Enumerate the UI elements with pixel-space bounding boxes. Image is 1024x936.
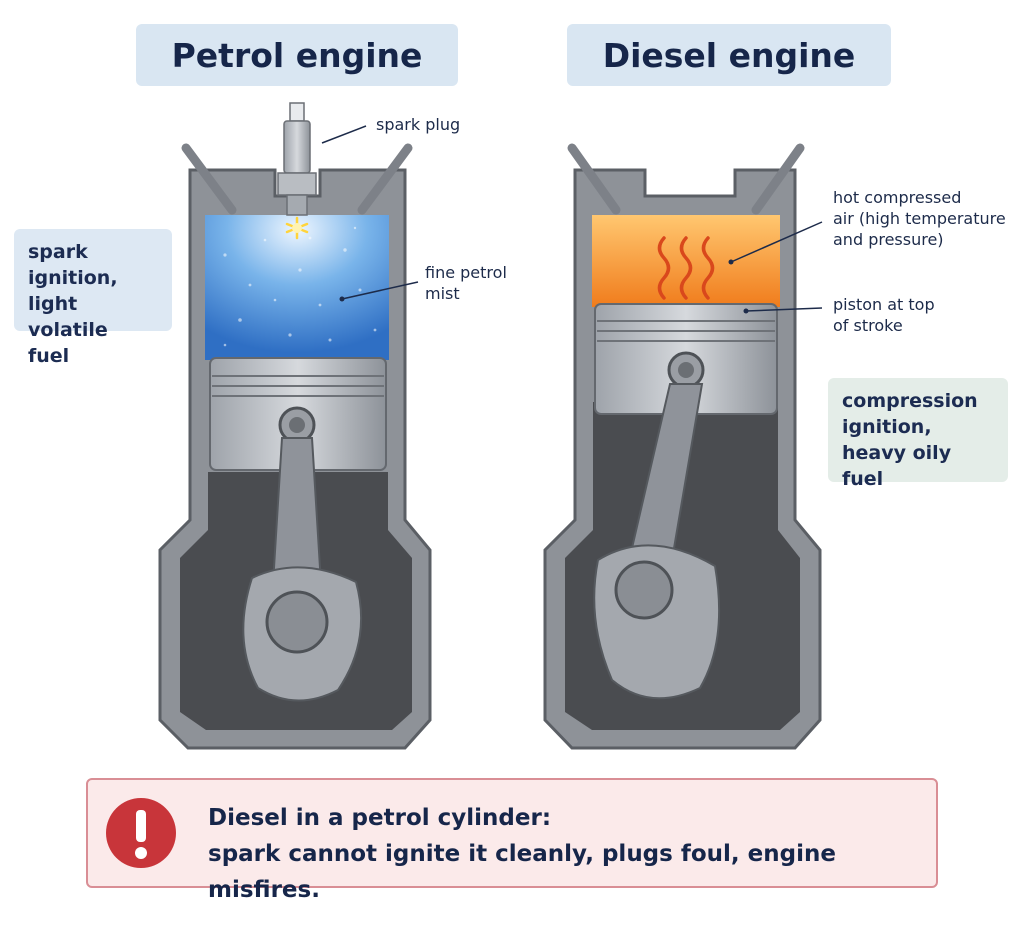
- piston-top-leader: [745, 307, 823, 312]
- spark-plug-icon: [277, 102, 317, 216]
- diesel-note: compression ignition, heavy oily fuel: [828, 378, 1008, 490]
- diesel-combustion-chamber: [592, 215, 780, 307]
- heat-wave-icon: [657, 236, 715, 300]
- petrol-engine: [158, 102, 432, 750]
- petrol-piston: [209, 357, 387, 471]
- petrol-mist-dots: [223, 226, 377, 347]
- warning-line-1: Diesel in a petrol cylinder:: [208, 805, 552, 831]
- spark-plug-label: spark plug: [376, 115, 461, 134]
- diesel-engine-title: Diesel engine: [567, 24, 891, 86]
- diesel-intake-valve: [567, 143, 621, 215]
- petrol-engine-title: Petrol engine: [136, 24, 458, 86]
- warning-box: Diesel in a petrol cylinder: spark canno…: [86, 778, 938, 903]
- spark-icon: [285, 216, 309, 240]
- diesel-exhaust-valve: [751, 143, 805, 215]
- hot-air-leader: [730, 221, 823, 263]
- petrol-exhaust-valve: [357, 143, 413, 215]
- spark-plug-leader: [321, 125, 367, 144]
- fine-mist-leader: [341, 281, 419, 300]
- warning-text: Diesel in a petrol cylinder: spark canno…: [208, 800, 936, 908]
- petrol-intake-valve: [181, 143, 237, 215]
- warning-icon: [106, 798, 176, 868]
- petrol-note: spark ignition, light volatile fuel: [14, 229, 172, 367]
- diesel-piston: [594, 303, 778, 415]
- diesel-engine: [543, 143, 823, 750]
- piston-top-label: piston at top of stroke: [833, 295, 935, 335]
- warning-line-2: spark cannot ignite it cleanly, plugs fo…: [208, 841, 836, 903]
- fine-mist-label: fine petrol mist: [425, 263, 507, 303]
- hot-air-label: hot compressed air (high temperature and…: [833, 188, 1006, 249]
